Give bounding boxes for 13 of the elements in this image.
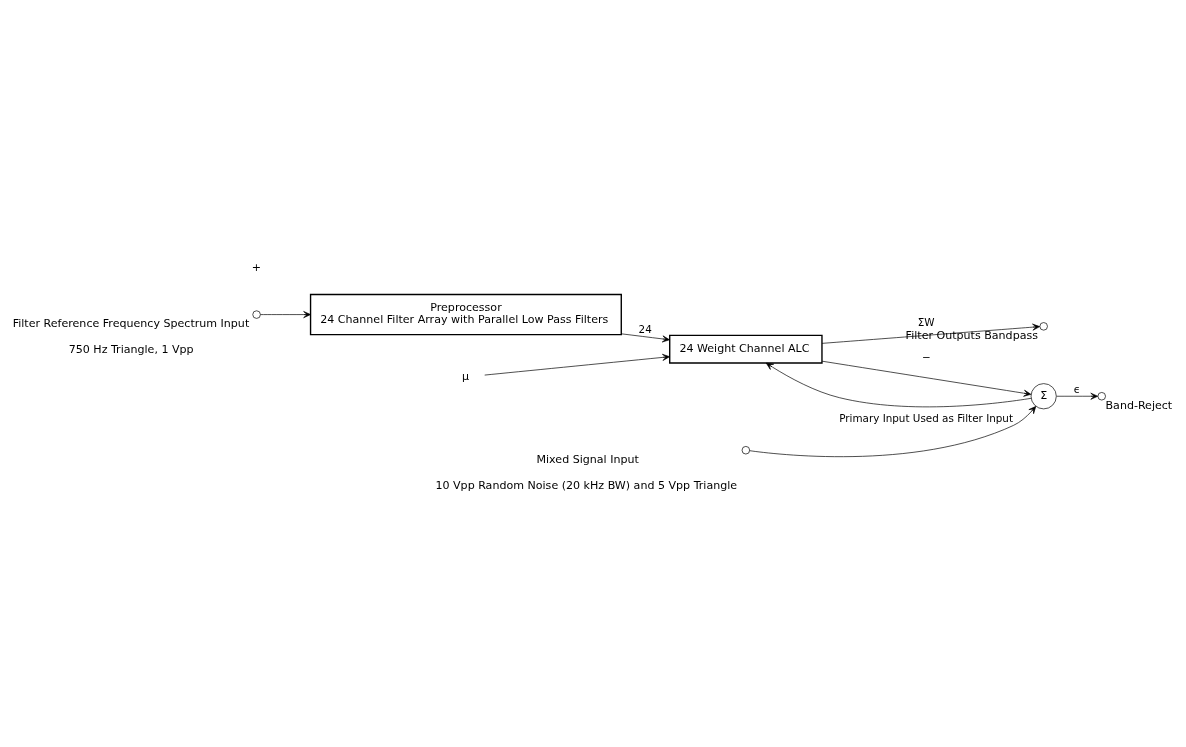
node-label: Filter Outputs Bandpass [905, 328, 1038, 342]
edge-label: − [921, 350, 931, 363]
edge-label: Primary Input Used as Filter Input [839, 411, 1014, 424]
edge-label: ΣW [917, 315, 935, 328]
node-label: 10 Vpp Random Noise (20 kHz BW) and 5 Vpp Triangle [435, 478, 738, 492]
edge-label: ϵ [1073, 382, 1081, 395]
node-label: 750 Hz Triangle, 1 Vpp [68, 342, 194, 356]
edge-label: 24 [638, 322, 652, 335]
node-label: Band-Reject [1105, 398, 1173, 412]
node-text: μ [462, 369, 470, 382]
label: + [251, 260, 262, 274]
node-label: Mixed Signal Input [536, 452, 639, 466]
node-label: Filter Reference Frequency Spectrum Input [12, 316, 250, 330]
